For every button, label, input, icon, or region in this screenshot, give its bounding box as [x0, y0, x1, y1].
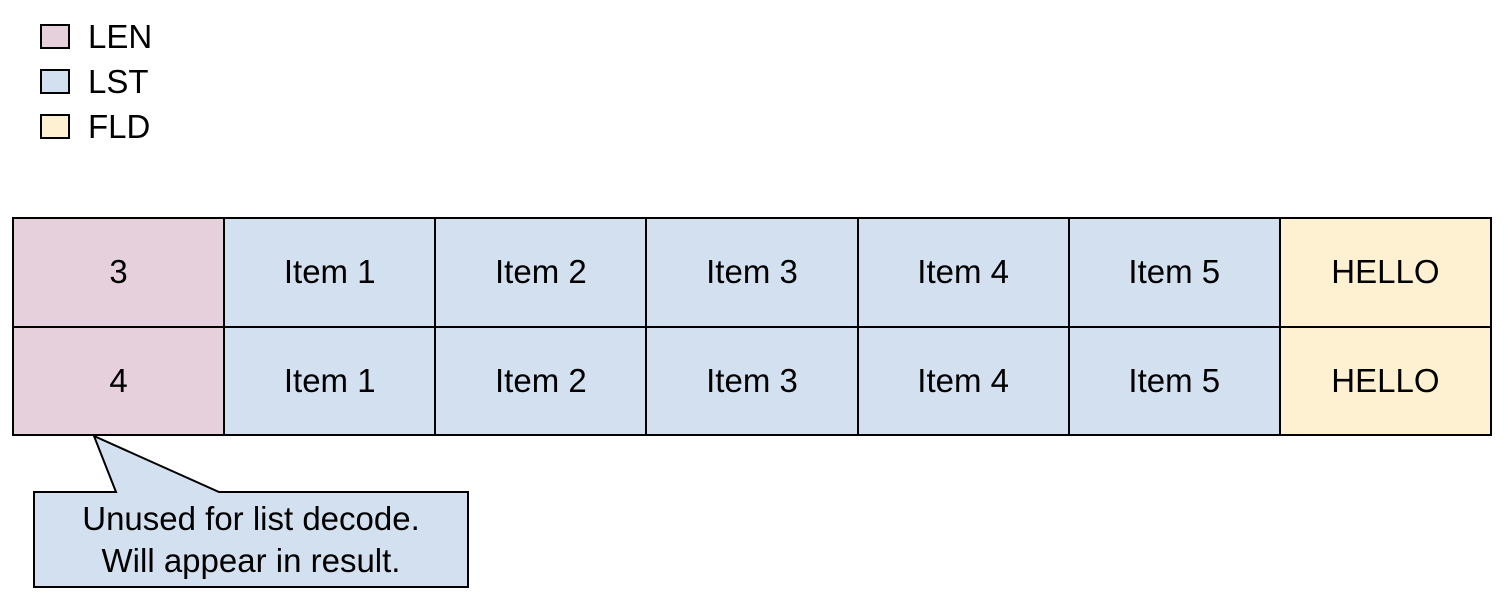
list-item-cell: Item 1 — [225, 219, 437, 328]
legend-item-lst: LST — [40, 59, 152, 104]
legend-swatch-len — [40, 24, 70, 49]
list-item-cell: Item 2 — [436, 219, 648, 328]
list-item-cell: Item 4 — [858, 219, 1070, 328]
list-item-cell: Item 1 — [225, 327, 437, 436]
legend-label-lst: LST — [88, 63, 149, 100]
field-cell: HELLO — [1280, 327, 1492, 436]
callout-line-1: Unused for list decode. — [82, 499, 420, 537]
list-item-cell: Item 5 — [1069, 327, 1281, 436]
list-item-cell: Item 2 — [436, 327, 648, 436]
legend-label-fld: FLD — [88, 108, 151, 145]
record-grid: 3 Item 1 Item 2 Item 3 Item 4 Item 5 HEL… — [12, 217, 1492, 436]
field-cell: HELLO — [1280, 219, 1492, 328]
legend-swatch-fld — [40, 114, 70, 139]
legend-swatch-lst — [40, 69, 70, 94]
len-cell: 4 — [14, 327, 226, 436]
legend-item-fld: FLD — [40, 104, 152, 149]
callout-note: Unused for list decode. Will appear in r… — [34, 492, 468, 587]
list-item-cell: Item 4 — [858, 327, 1070, 436]
legend: LEN LST FLD — [40, 14, 152, 149]
len-cell: 3 — [14, 219, 226, 328]
list-item-cell: Item 3 — [647, 219, 859, 328]
list-item-cell: Item 3 — [647, 327, 859, 436]
list-item-cell: Item 5 — [1069, 219, 1281, 328]
callout-line-2: Will appear in result. — [101, 541, 401, 579]
legend-label-len: LEN — [88, 18, 153, 55]
legend-item-len: LEN — [40, 14, 152, 59]
grid-row-1: 3 Item 1 Item 2 Item 3 Item 4 Item 5 HEL… — [14, 219, 1492, 328]
grid-row-2: 4 Item 1 Item 2 Item 3 Item 4 Item 5 HEL… — [14, 327, 1492, 436]
